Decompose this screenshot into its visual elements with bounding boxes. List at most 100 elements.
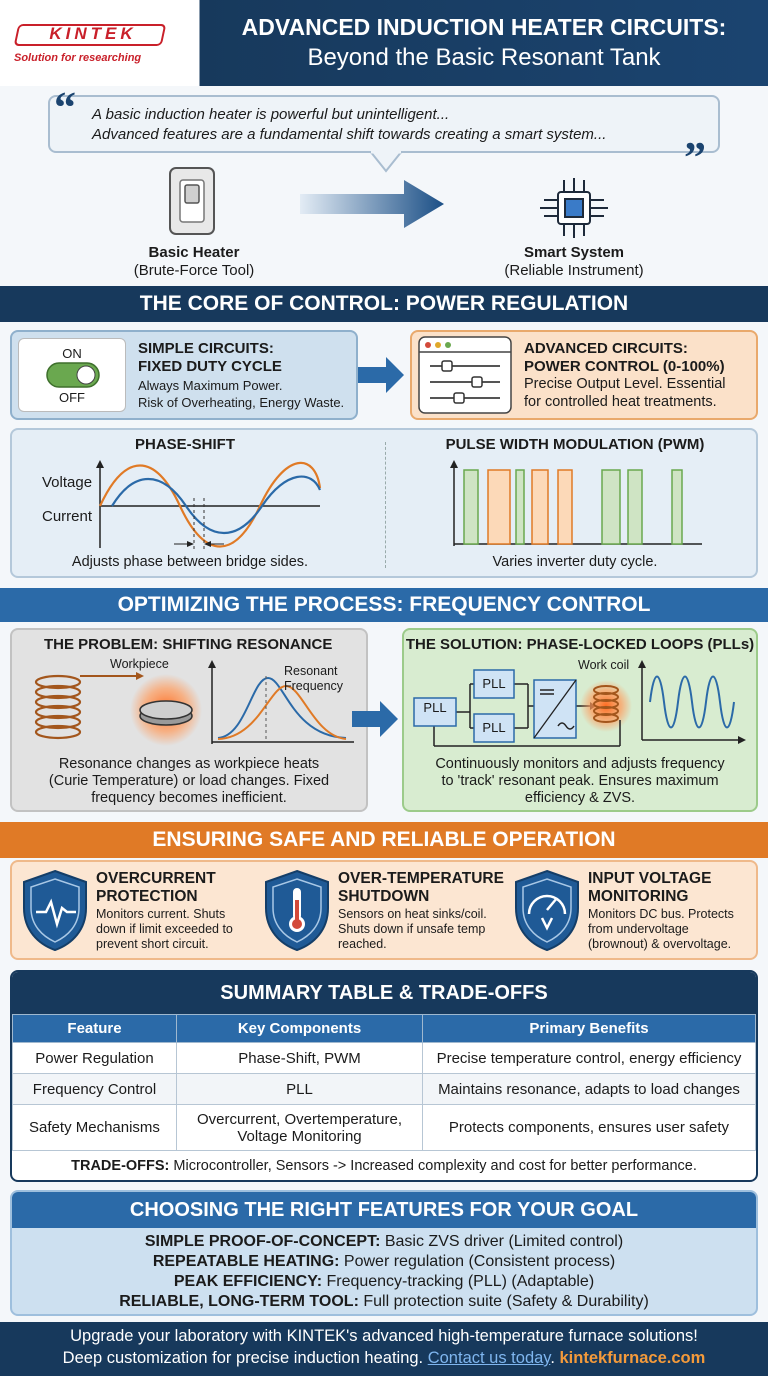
safety-1-title-2: PROTECTION: [96, 888, 198, 905]
summary-card: SUMMARY TABLE & TRADE-OFFS Feature Key C…: [10, 970, 758, 1182]
table-row: Frequency Control PLL Maintains resonanc…: [12, 1073, 756, 1105]
quote-bubble: [48, 95, 720, 153]
advanced-title-2: POWER CONTROL (0-100%): [524, 358, 725, 375]
safety-2-title-2: SHUTDOWN: [338, 888, 430, 905]
solution-desc-3: efficiency & ZVS.: [524, 790, 636, 806]
resonance-curve-chart: [208, 660, 354, 744]
smart-system-title: Smart System: [523, 244, 625, 261]
choosing-key: RELIABLE, LONG-TERM TOOL:: [119, 1293, 359, 1310]
coil-workpiece-icon: [34, 672, 202, 746]
sliders-window-icon: [418, 336, 512, 414]
choosing-item: SIMPLE PROOF-OF-CONCEPT: Basic ZVS drive…: [12, 1232, 756, 1252]
resonant-label-1: Resonant: [284, 664, 338, 678]
table-cell: Phase-Shift, PWM: [176, 1042, 423, 1074]
logo-tagline: Solution for researching: [14, 52, 142, 64]
arrow-right-icon-2: [358, 357, 404, 393]
table-cell: Safety Mechanisms: [12, 1104, 177, 1151]
workpiece-label: Workpiece: [110, 657, 169, 671]
page-subtitle: Beyond the Basic Resonant Tank: [307, 44, 661, 71]
switch-on-label: ON: [62, 346, 82, 361]
choosing-value: Frequency-tracking (PLL) (Adaptable): [322, 1273, 595, 1290]
switch-off-label: OFF: [59, 390, 85, 405]
table-cell: Overcurrent, Overtemperature,Voltage Mon…: [176, 1104, 423, 1151]
bubble-pointer: [368, 151, 404, 173]
safety-1-desc-2: down if limit exceeded to: [96, 922, 233, 936]
table-cell: Frequency Control: [12, 1073, 177, 1105]
simple-desc-1: Always Maximum Power.: [138, 378, 283, 393]
solution-desc-1: Continuously monitors and adjusts freque…: [435, 756, 725, 772]
footer-dot: .: [550, 1349, 560, 1367]
col-header-components: Key Components: [176, 1014, 423, 1043]
choosing-title: CHOOSING THE RIGHT FEATURES FOR YOUR GOA…: [12, 1192, 756, 1228]
choosing-key: SIMPLE PROOF-OF-CONCEPT:: [144, 1233, 381, 1250]
shield-pulse-icon: [23, 869, 87, 952]
problem-desc-3: frequency becomes inefficient.: [91, 790, 287, 806]
simple-title-2: FIXED DUTY CYCLE: [138, 358, 282, 375]
light-switch-icon: [169, 167, 215, 235]
safety-2-desc-3: reached.: [338, 937, 387, 951]
phase-shift-title: PHASE-SHIFT: [134, 436, 235, 453]
safety-3-title-2: MONITORING: [588, 888, 689, 905]
section-power-band: THE CORE OF CONTROL: POWER REGULATION: [0, 286, 768, 322]
resonant-label-2: Frequency: [284, 679, 344, 693]
quote-line-1: A basic induction heater is powerful but…: [92, 106, 450, 123]
shield-thermometer-icon: [265, 869, 329, 952]
safety-1-title-1: OVERCURRENT: [96, 870, 216, 887]
contact-link[interactable]: Contact us today: [427, 1349, 551, 1367]
footer-line-2: Deep customization for precise induction…: [0, 1349, 768, 1368]
footer-banner: [0, 1322, 768, 1376]
table-cell: Power Regulation: [12, 1042, 177, 1074]
phase-shift-caption: Adjusts phase between bridge sides.: [71, 554, 309, 570]
problem-title: THE PROBLEM: SHIFTING RESONANCE: [44, 636, 333, 653]
advanced-title-1: ADVANCED CIRCUITS:: [524, 340, 688, 357]
tradeoffs-text: Microcontroller, Sensors -> Increased co…: [169, 1158, 697, 1174]
col-header-feature: Feature: [12, 1014, 177, 1043]
table-cell: Protects components, ensures user safety: [422, 1104, 756, 1151]
simple-desc-2: Risk of Overheating, Energy Waste.: [138, 395, 345, 410]
simple-title-1: SIMPLE CIRCUITS:: [138, 340, 274, 357]
basic-heater-title: Basic Heater: [148, 244, 240, 261]
safety-3-desc-1: Monitors DC bus. Protects: [588, 907, 734, 921]
safety-2-desc-2: Shuts down if unsafe temp: [338, 922, 486, 936]
safety-1-desc-1: Monitors current. Shuts: [96, 907, 226, 921]
table-cell: PLL: [176, 1073, 423, 1105]
tradeoffs-line: TRADE-OFFS: Microcontroller, Sensors -> …: [12, 1158, 756, 1174]
pwm-waveform: [450, 460, 702, 546]
pwm-title: PULSE WIDTH MODULATION (PWM): [445, 436, 705, 453]
problem-desc-2: (Curie Temperature) or load changes. Fix…: [48, 773, 330, 789]
pll-label-2: PLL: [482, 676, 506, 691]
safety-2-title-1: OVER-TEMPERATURE: [338, 870, 504, 887]
safety-2-desc-1: Sensors on heat sinks/coil.: [338, 907, 487, 921]
pll-label-3: PLL: [482, 720, 506, 735]
arrow-right-icon: [300, 180, 444, 228]
summary-table: Feature Key Components Primary Benefits …: [12, 1014, 756, 1151]
work-coil-label: Work coil: [578, 658, 630, 672]
table-row: Power Regulation Phase-Shift, PWM Precis…: [12, 1042, 756, 1074]
website-link[interactable]: kintekfurnace.com: [559, 1349, 706, 1367]
choosing-card: CHOOSING THE RIGHT FEATURES FOR YOUR GOA…: [10, 1190, 758, 1316]
arrow-right-icon-3: [352, 701, 398, 737]
page-title: ADVANCED INDUCTION HEATER CIRCUITS:: [241, 14, 727, 40]
microchip-icon: [540, 178, 608, 238]
choosing-value: Basic ZVS driver (Limited control): [380, 1233, 624, 1250]
toggle-switch-icon: [46, 362, 100, 388]
cell-line: Overcurrent, Overtemperature,: [196, 1110, 403, 1128]
divider: [385, 442, 386, 568]
safety-3-desc-2: from undervoltage: [588, 922, 689, 936]
choosing-key: PEAK EFFICIENCY:: [173, 1273, 323, 1290]
safety-card: [10, 860, 758, 960]
choosing-key: REPEATABLE HEATING:: [152, 1253, 340, 1270]
tradeoffs-label: TRADE-OFFS:: [71, 1158, 170, 1174]
choosing-value: Full protection suite (Safety & Durabili…: [358, 1293, 649, 1310]
smart-system-sub: (Reliable Instrument): [504, 262, 644, 279]
advanced-desc-1: Precise Output Level. Essential: [524, 376, 726, 392]
footer-text: Deep customization for precise induction…: [62, 1349, 428, 1367]
col-header-benefits: Primary Benefits: [422, 1014, 756, 1043]
summary-title: SUMMARY TABLE & TRADE-OFFS: [12, 972, 756, 1014]
close-quote-icon: ”: [684, 133, 706, 182]
problem-desc-1: Resonance changes as workpiece heats: [58, 756, 320, 772]
voltage-label: Voltage: [42, 474, 93, 491]
shield-gauge-icon: [515, 869, 579, 952]
kintek-logo: KINTEK: [49, 24, 137, 43]
table-cell: Maintains resonance, adapts to load chan…: [422, 1073, 756, 1105]
